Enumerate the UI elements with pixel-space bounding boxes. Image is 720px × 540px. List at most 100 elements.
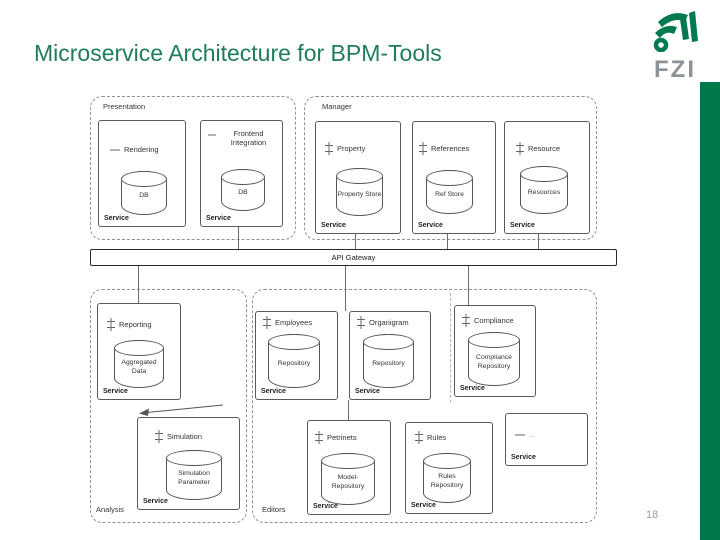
- connector-line: [447, 234, 448, 249]
- connector-line: [355, 234, 356, 249]
- service-box-frontend-integration: Frontend Integration DB Service: [200, 120, 283, 227]
- service-name: Resource: [528, 144, 561, 153]
- service-name: Reporting: [119, 320, 152, 329]
- database-label: Ref Store: [435, 191, 464, 199]
- group-manager: Manager: [304, 96, 597, 240]
- component-icon: [315, 431, 323, 444]
- group-label: Analysis: [96, 505, 124, 514]
- service-name: Rendering: [124, 145, 159, 154]
- service-box-rules: Rules Rules Repository Service: [405, 422, 493, 514]
- group-label: Editors: [262, 505, 286, 514]
- database-cylinder: Repository: [268, 334, 320, 388]
- service-box-simulation: Simulation Simulation Parameter Service: [137, 417, 240, 510]
- service-tag: Service: [460, 385, 485, 392]
- service-tag: Service: [355, 388, 380, 395]
- database-label: DB: [238, 189, 248, 197]
- group-editors: Editors: [252, 289, 597, 523]
- database-label: DB: [139, 192, 149, 200]
- connector-line: [138, 266, 139, 303]
- service-box-organigram: Organigram Repository Service: [349, 311, 431, 400]
- database-cylinder: Simulation Parameter: [166, 450, 222, 500]
- group-label: Presentation: [103, 102, 146, 111]
- service-tag: Service: [313, 503, 338, 510]
- database-label: Repository: [277, 360, 311, 368]
- database-cylinder: Rules Repository: [423, 453, 471, 503]
- component-icon: [516, 142, 524, 155]
- api-gateway-label: API Gateway: [331, 253, 376, 262]
- service-tag: Service: [418, 222, 443, 229]
- database-cylinder: Ref Store: [426, 170, 473, 214]
- fzi-logo-text: FZI: [654, 56, 696, 83]
- service-name: Property: [337, 144, 366, 153]
- service-name: Simulation: [167, 432, 203, 441]
- page-title: Microservice Architecture for BPM-Tools: [34, 40, 442, 66]
- database-label: Model-Repository: [331, 474, 365, 490]
- service-name: Compliance: [474, 316, 514, 325]
- service-tag: Service: [143, 498, 168, 505]
- service-name: Frontend Integration: [230, 129, 267, 148]
- component-icon: [515, 434, 525, 435]
- service-box-compliance: Compliance Compliance Repository Service: [454, 305, 536, 397]
- component-icon: [462, 314, 470, 327]
- database-cylinder: Aggregated Data: [114, 340, 164, 388]
- connector-line: [238, 227, 239, 249]
- service-name: Employees: [275, 318, 313, 327]
- page-number: 18: [646, 509, 659, 521]
- database-cylinder: Repository: [363, 334, 414, 388]
- service-name: References: [431, 144, 470, 153]
- database-label: Property Store: [337, 191, 382, 199]
- service-tag: Service: [321, 222, 346, 229]
- dependency-arrow: [139, 404, 224, 416]
- service-box-employees: Employees Repository Service: [255, 311, 338, 400]
- database-label: Repository: [372, 360, 405, 368]
- component-icon: [325, 142, 333, 155]
- service-box-more: … Service: [505, 413, 588, 466]
- service-tag: Service: [103, 388, 128, 395]
- component-icon: [110, 149, 120, 150]
- service-name: Rules: [427, 433, 447, 442]
- component-icon: [357, 316, 365, 329]
- group-label: Manager: [322, 102, 352, 111]
- component-icon: [155, 430, 163, 443]
- service-box-references: References Ref Store Service: [412, 121, 496, 234]
- component-icon: [419, 142, 427, 155]
- fzi-logo: FZI: [649, 8, 701, 82]
- service-tag: Service: [510, 222, 535, 229]
- database-label: Resources: [527, 189, 561, 197]
- service-box-rendering: Rendering DB Service: [98, 120, 186, 227]
- database-cylinder: DB: [221, 169, 265, 211]
- database-label: Rules Repository: [430, 473, 464, 489]
- database-label: Aggregated Data: [121, 359, 157, 375]
- service-tag: Service: [511, 454, 536, 461]
- group-presentation: Presentation: [90, 96, 296, 240]
- database-cylinder: Model-Repository: [321, 453, 375, 505]
- service-box-property: Property Property Store Service: [315, 121, 401, 234]
- component-icon: [107, 318, 115, 331]
- database-cylinder: Resources: [520, 166, 568, 214]
- service-tag: Service: [261, 388, 286, 395]
- component-icon: [415, 431, 423, 444]
- group-divider: [450, 293, 451, 403]
- service-box-resource: Resource Resources Service: [504, 121, 590, 234]
- service-tag: Service: [206, 215, 231, 222]
- accent-bar: [700, 82, 720, 540]
- service-name: …: [529, 430, 537, 439]
- database-cylinder: DB: [121, 171, 167, 215]
- fzi-logo-icon: [653, 11, 698, 53]
- connector-line: [468, 266, 469, 305]
- api-gateway: API Gateway: [90, 249, 617, 266]
- service-box-petrinets: Petrinets Model-Repository Service: [307, 420, 391, 515]
- service-box-reporting: Reporting Aggregated Data Service: [97, 303, 181, 400]
- database-label: Compliance Repository: [476, 354, 512, 370]
- service-name: Organigram: [369, 318, 409, 327]
- database-cylinder: Property Store: [336, 168, 383, 216]
- service-tag: Service: [104, 215, 129, 222]
- service-tag: Service: [411, 502, 436, 509]
- connector-line: [345, 266, 346, 311]
- database-label: Simulation Parameter: [178, 470, 210, 486]
- component-icon: [208, 134, 216, 136]
- connector-line: [348, 400, 349, 420]
- service-name: Petrinets: [327, 433, 357, 442]
- group-analysis: Analysis: [90, 289, 247, 523]
